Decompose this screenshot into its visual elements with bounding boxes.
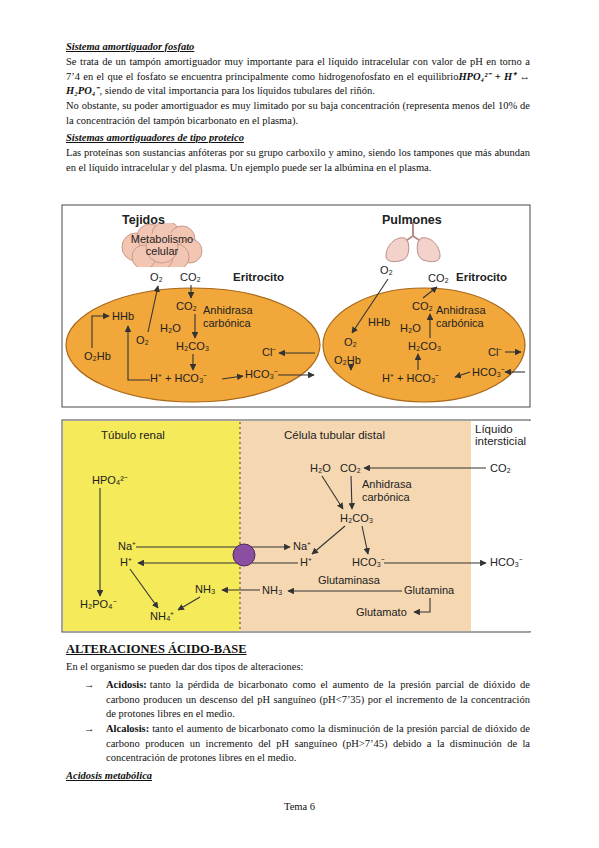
chemical-label: O₂ [380, 264, 393, 277]
chemical-label: Anhidrasa carbónica [203, 304, 267, 330]
node-label: Eritrocito [456, 271, 507, 283]
chemical-label: H⁺ + HCO₃⁻ [382, 372, 439, 385]
text-paragraph: Sistemas amortiguadores de tipo proteico [66, 131, 530, 146]
node-label: Pulmones [382, 213, 442, 227]
section-heading: Acidosis metabólica [66, 770, 152, 781]
chemical-label: HCO₃⁻ [352, 556, 385, 569]
body-text: En el organismo se pueden dar dos tipos … [66, 661, 303, 672]
membrane-line [239, 422, 241, 630]
chemical-label: HCO₃⁻ [490, 556, 523, 569]
figure-frame [62, 420, 530, 632]
chemical-label: CO₂ [490, 462, 511, 475]
chemical-label: Cl⁻ [262, 346, 276, 359]
chemical-label: H₂CO₃ [408, 340, 441, 353]
chemical-label: CO₂ [428, 272, 449, 285]
chemical-label: H₂CO₃ [176, 340, 209, 353]
section-heading: Sistema amortiguador fosfato [66, 41, 194, 52]
section-heading: Sistemas amortiguadores de tipo proteico [66, 132, 244, 143]
body-text: No obstante, su poder amortiguador es mu… [66, 100, 530, 126]
chemical-label: H⁺ [120, 556, 132, 569]
text-paragraph: Acidosis metabólica [66, 769, 530, 784]
body-text: tanto la pérdida de bicarbonato como el … [106, 679, 530, 719]
text-paragraph: Acidosis:tanto la pérdida de bicarbonato… [106, 678, 530, 722]
chemical-label: O₂ [136, 334, 149, 347]
chemical-label: HCO₃⁻ [245, 368, 278, 381]
cloud-shape: Metabolismo celular [120, 223, 204, 267]
node-label: Metabolismo celular [124, 233, 200, 257]
chemical-label: H₂CO₃ [340, 512, 373, 525]
chemical-label: HCO₃⁻ [472, 366, 505, 379]
chemical-label: CO₂ [176, 300, 197, 313]
chemical-label: CO₂ [340, 462, 361, 475]
chemical-label: H₂O [160, 322, 181, 335]
chemical-label: H₂O [310, 462, 331, 475]
chemical-label: Anhidrasa carbónica [436, 304, 500, 330]
interstitial-region: Líquido intersticial [471, 421, 532, 631]
chemical-label: O₂ [150, 271, 163, 284]
chemical-label: O₂Hb [334, 354, 361, 367]
chemical-label: Na⁺ [293, 540, 311, 553]
chemical-label: Glutaminasa [318, 574, 380, 587]
chemical-label: NH₃ [195, 583, 215, 596]
node-label: Líquido intersticial [475, 423, 529, 447]
body-text: Las proteínas son sustancias anfóteras p… [66, 147, 530, 173]
chemical-label: HPO₄²⁻ [92, 474, 128, 487]
node-label: Célula tubular distal [284, 429, 385, 441]
chemical-label: H₂O [400, 322, 421, 335]
body-text: Tema 6 [284, 801, 315, 812]
chemical-label: O₂Hb [84, 350, 111, 363]
chemical-label: H⁺ [300, 556, 312, 569]
chemical-label: CO₂ [412, 300, 433, 313]
chemical-label: Cl⁻ [488, 346, 502, 359]
text-paragraph: Alcalosis:tanto el aumento de bicarbonat… [106, 722, 530, 766]
chemical-label: NH₃ [262, 584, 282, 597]
chemical-label: HHb [368, 316, 390, 329]
text-paragraph: Las proteínas son sustancias anfóteras p… [66, 146, 530, 175]
chemical-label: H⁺ + HCO₃⁻ [150, 372, 207, 385]
text-paragraph: Tema 6 [0, 800, 599, 815]
bullet-arrow: → [84, 722, 95, 737]
body-text: , siendo de vital importancia para los l… [100, 85, 375, 96]
body-text: Alcalosis: [106, 723, 149, 734]
chemical-label: CO₂ [180, 271, 201, 284]
node-label: Túbulo renal [101, 429, 165, 441]
lungs-illustration [386, 222, 440, 262]
chemical-label: Na⁺ [118, 540, 136, 553]
body-text: Acidosis: [106, 679, 147, 690]
node-label: Tejidos [122, 213, 165, 227]
arrow-set [92, 279, 525, 612]
cell-region: Célula tubular distal [240, 421, 471, 631]
chemical-label: Anhidrasa carbónica [362, 478, 426, 504]
section-heading: ALTERACIONES ÁCIDO-BASE [66, 642, 247, 656]
chemical-label: NH₄⁺ [150, 610, 174, 623]
chemical-label: HHb [112, 310, 134, 323]
body-text: tanto el aumento de bicarbonato como la … [106, 723, 530, 763]
transporter-symbol [233, 544, 255, 566]
chemical-label: O₂ [344, 336, 357, 349]
figure-frame [62, 205, 530, 407]
chemical-label: Glutamina [404, 584, 454, 597]
node-label: Eritrocito [233, 271, 284, 283]
text-paragraph: ALTERACIONES ÁCIDO-BASE [66, 642, 530, 658]
text-paragraph: En el organismo se pueden dar dos tipos … [66, 660, 530, 675]
chemical-label: H₂PO₄⁻ [80, 598, 117, 611]
chemical-label: Glutamato [356, 606, 407, 619]
text-paragraph: Se trata de un tampón amortiguador muy i… [66, 55, 530, 99]
text-paragraph: No obstante, su poder amortiguador es mu… [66, 99, 530, 128]
bullet-arrow: → [84, 678, 95, 693]
text-paragraph: Sistema amortiguador fosfato [66, 40, 530, 55]
